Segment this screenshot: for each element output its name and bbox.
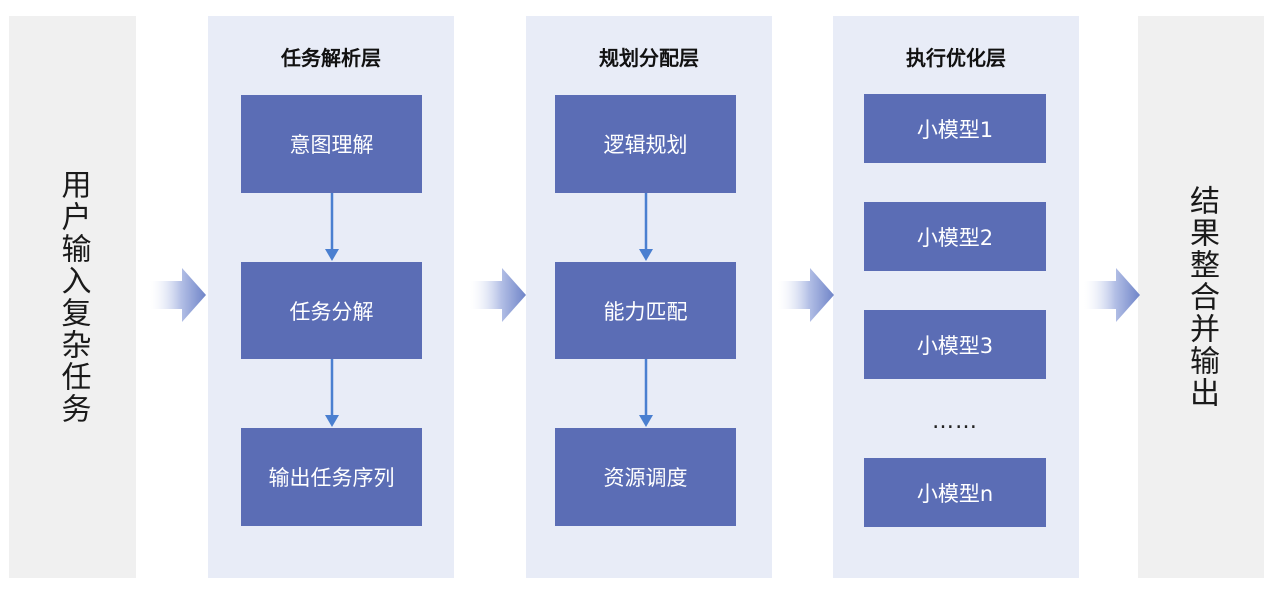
input-label: 用户输入复杂任务 [55, 169, 91, 425]
small-model-1: 小模型1 [864, 94, 1046, 163]
planning-allocation-layer: 规划分配层 逻辑规划 能力匹配 资源调度 [526, 16, 772, 578]
step-resource-scheduling: 资源调度 [555, 428, 736, 526]
step-logic-planning: 逻辑规划 [555, 95, 736, 193]
step-capability-matching: 能力匹配 [555, 262, 736, 359]
small-model-3: 小模型3 [864, 310, 1046, 379]
big-arrow-right-icon [1084, 268, 1140, 322]
input-panel: 用户输入复杂任务 [9, 16, 136, 578]
step-intent-understanding: 意图理解 [241, 95, 422, 193]
big-arrow-right-icon [470, 268, 526, 322]
step-task-decomposition: 任务分解 [241, 262, 422, 359]
task-parsing-layer: 任务解析层 意图理解 任务分解 输出任务序列 [208, 16, 454, 578]
step-output-task-sequence: 输出任务序列 [241, 428, 422, 526]
ellipsis: …… [932, 409, 978, 434]
layer-title-task-parsing: 任务解析层 [281, 46, 381, 70]
output-panel: 结果整合并输出 [1138, 16, 1264, 578]
layer-title-execution: 执行优化层 [906, 46, 1006, 70]
small-model-n: 小模型n [864, 458, 1046, 527]
small-model-2: 小模型2 [864, 202, 1046, 271]
output-label: 结果整合并输出 [1184, 185, 1219, 409]
layer-title-planning: 规划分配层 [599, 46, 699, 70]
big-arrow-right-icon [778, 268, 834, 322]
execution-optimization-layer: 执行优化层 小模型1 小模型2 小模型3 …… 小模型n [833, 16, 1079, 578]
big-arrow-right-icon [150, 268, 206, 322]
